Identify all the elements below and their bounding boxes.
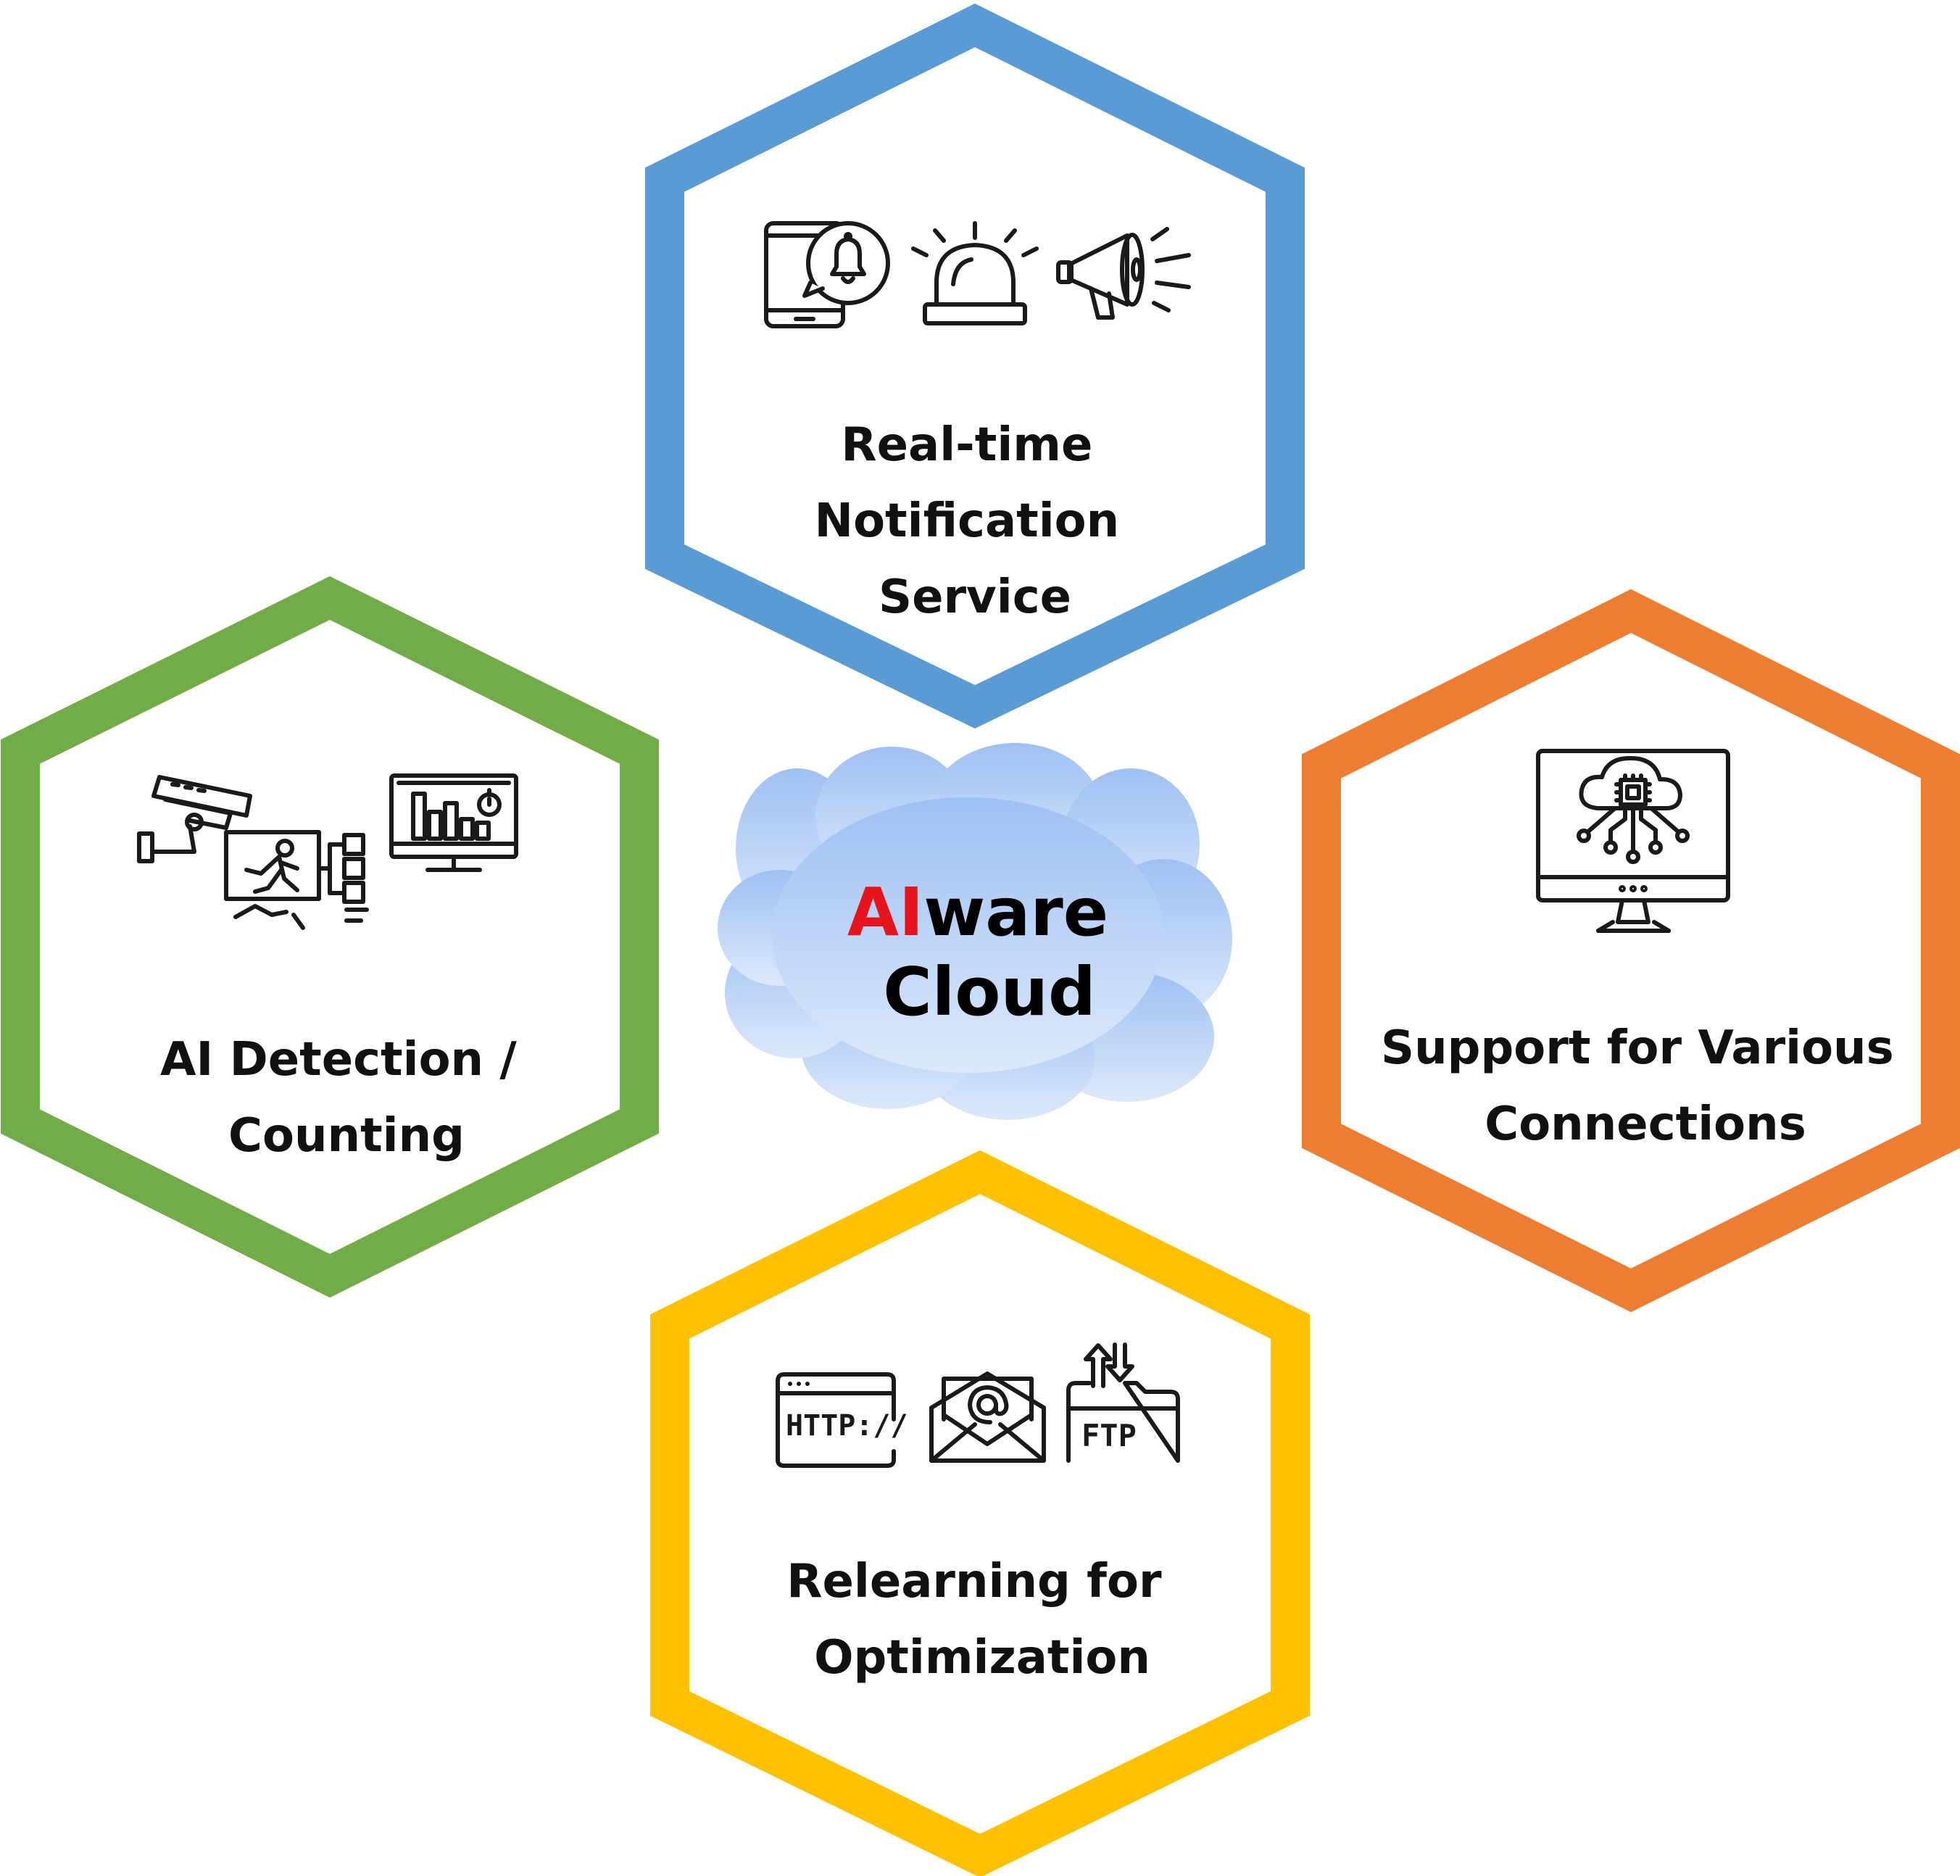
cctv-camera-icon [137,775,252,863]
http-browser-icon: HTTP:// [776,1372,908,1468]
label-line: Support for Various [1381,1021,1894,1075]
cloud-computing-monitor-icon [1536,749,1730,933]
hex-notification: Real-time Notification Service [645,3,1305,729]
hex-detection-border [0,576,659,1298]
center-cloud: AIware Cloud [718,743,1232,1120]
label-line: Counting [228,1109,465,1163]
ftp-folder-icon: FTP [1066,1342,1180,1463]
http-text: HTTP:// [786,1409,908,1443]
hex-notification-border [645,3,1305,729]
label-line: AI Detection / [160,1033,517,1087]
center-accent-text: AI [847,873,923,951]
hex-connections-label: Support for Various Connections [1381,1021,1910,1151]
hex-notification-label: Real-time Notification Service [815,418,1136,624]
hex-connections: Support for Various Connections [1302,589,1960,1313]
hex-connections-border [1302,589,1960,1313]
label-line: Real-time [841,418,1092,472]
label-line: Notification [815,494,1120,548]
center-title: AIware Cloud [847,873,1131,1031]
center-rest-text: ware [923,873,1108,951]
monitor-chart-icon [389,773,518,872]
hex-relearning-border [650,1150,1310,1876]
megaphone-icon [1056,227,1191,320]
label-line: Connections [1484,1097,1806,1151]
label-line: Optimization [814,1631,1150,1685]
hex-relearning-label: Relearning for Optimization [786,1555,1178,1685]
siren-icon [911,221,1039,325]
hex-detection: AI Detection / Counting [0,576,659,1298]
label-line: Relearning for [786,1555,1162,1609]
person-detection-icon [224,830,369,930]
hex-detection-label: AI Detection / Counting [160,1033,533,1163]
phone-notification-icon [764,221,890,328]
label-line: Service [879,570,1071,624]
ftp-text: FTP [1081,1418,1137,1453]
email-icon [929,1371,1046,1463]
hex-relearning: HTTP:// FTP Relearning for Optimization [650,1150,1310,1876]
cloud-shape [718,743,1232,1120]
center-line2: Cloud [883,953,1096,1031]
